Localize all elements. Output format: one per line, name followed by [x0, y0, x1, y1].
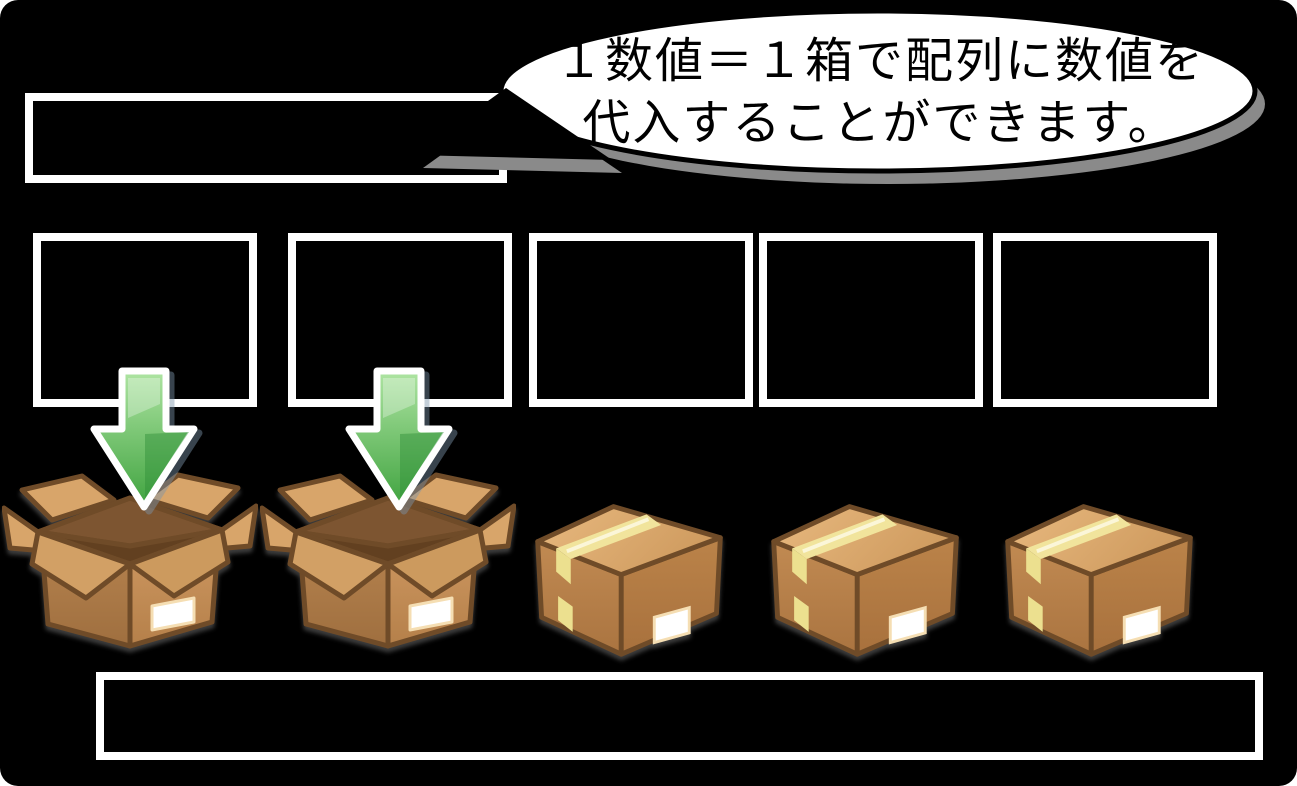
speech-bubble: [413, 8, 1265, 184]
open-box-icon: [2, 450, 258, 655]
value-slot: [993, 233, 1217, 407]
speech-bubble-line-2: 代入することができます。: [582, 95, 1178, 151]
green-down-arrow-icon: [90, 367, 198, 511]
speech-bubble-tail: [413, 88, 612, 160]
value-slot: [759, 233, 983, 407]
speech-bubble-body: [498, 8, 1258, 174]
open-box-icon: [260, 450, 516, 655]
green-down-arrow-icon: [345, 367, 453, 511]
code-panel-bottom: [96, 672, 1263, 760]
speech-bubble-line-1: １数値＝１箱で配列に数値を: [554, 33, 1205, 89]
code-panel-top: [25, 93, 507, 183]
value-slot: [529, 233, 753, 407]
closed-box-icon: [998, 494, 1202, 661]
closed-box-icon: [528, 494, 732, 661]
closed-box-icon: [764, 494, 968, 661]
speech-bubble-text: １数値＝１箱で配列に数値を 代入することができます。: [470, 22, 1290, 162]
